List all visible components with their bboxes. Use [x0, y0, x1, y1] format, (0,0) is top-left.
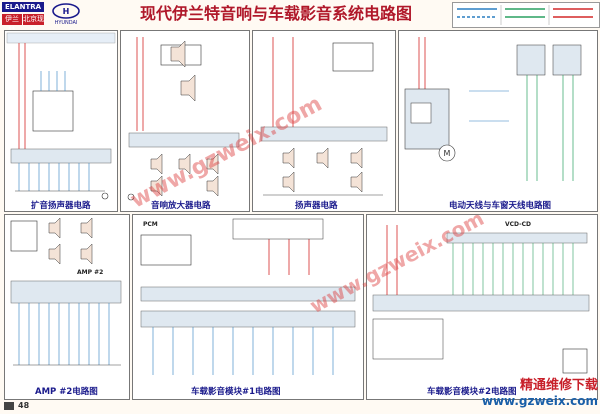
panel-label-1: 扩音扬声器电路	[31, 201, 91, 211]
pcm-label: PCM	[143, 221, 158, 228]
panel-label-6: 车载影音模块#1电路图	[191, 387, 281, 397]
vcd-cd-label: VCD-CD	[505, 221, 532, 228]
panel-label-7: 车载影音模块#2电路图	[427, 387, 517, 397]
brand-cn2: 北京现代	[23, 14, 44, 34]
brand-maker: HYUNDAI	[55, 20, 78, 26]
panel-label-3: 扬声器电路	[295, 201, 338, 211]
panel-av-module-1: PCM 车载影音模块#1电路图	[132, 214, 364, 400]
panel-audio-amplifier: 音响放大器电路	[120, 30, 250, 212]
panel-speaker-circuit: 扬声器电路	[252, 30, 396, 212]
page-number-text: 48	[18, 401, 30, 410]
wire-legend	[452, 2, 600, 28]
site-name-cn: 精通维修下载	[519, 378, 598, 393]
brand-cn1: 伊兰特	[2, 14, 22, 34]
svg-text:M: M	[444, 149, 451, 158]
page-title: 现代伊兰特音响与车载影音系统电路图	[140, 4, 413, 23]
panel-speaker-amp-circuit: 扩音扬声器电路	[4, 30, 118, 212]
svg-text:H: H	[63, 7, 70, 16]
page-number: 48	[4, 400, 44, 412]
panel-amp2-circuit: AMP #2 AMP #2电路图	[4, 214, 130, 400]
brand-logo: ELANTRA H HYUNDAI 伊兰特 北京现代	[2, 2, 88, 34]
site-url: www.gzweix.com	[481, 394, 598, 408]
panel-power-antenna: M 电动天线与车窗天线电路图	[398, 30, 598, 212]
brand-model: ELANTRA	[2, 2, 44, 12]
panel-label-2: 音响放大器电路	[151, 201, 211, 211]
panel-label-4: 电动天线与车窗天线电路图	[449, 201, 552, 211]
site-badge: 精通维修下载 www.gzweix.com	[478, 372, 598, 412]
hyundai-logo: H HYUNDAI	[46, 2, 86, 26]
panel-label-5: AMP #2电路图	[35, 387, 98, 397]
panel-av-module-2: VCD-CD 车载影音模块#2电路图	[366, 214, 598, 400]
amp2-label: AMP #2	[77, 269, 104, 276]
